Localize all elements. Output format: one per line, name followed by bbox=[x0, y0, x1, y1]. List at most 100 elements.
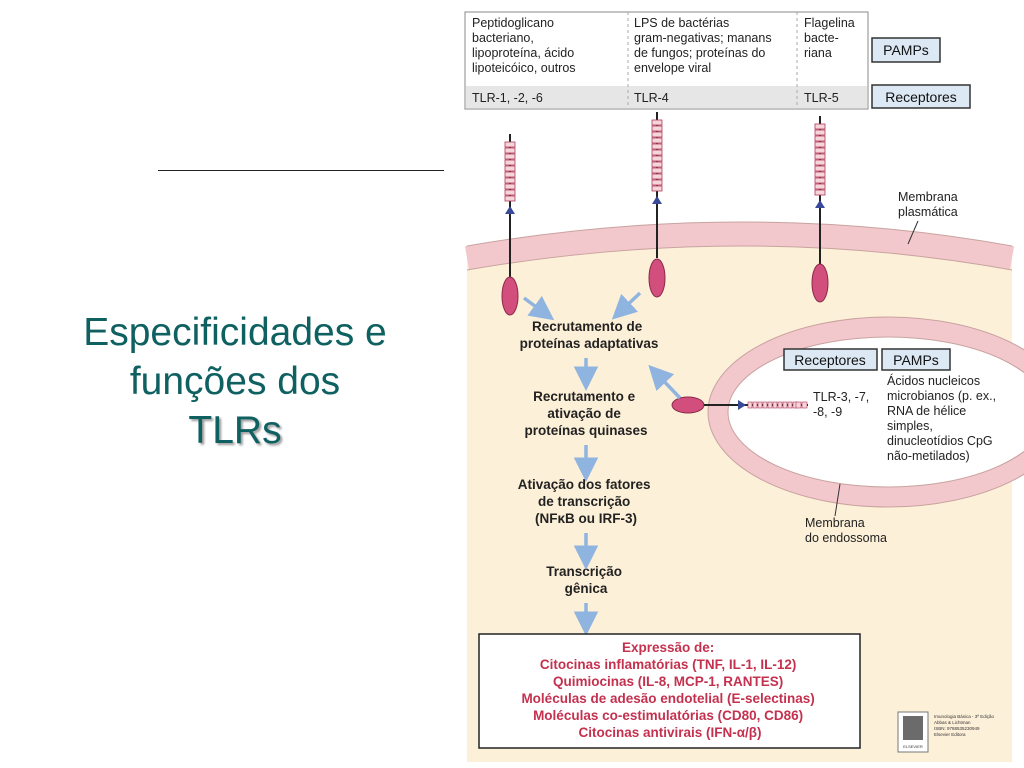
tlr-5-receptor-lrr-segment bbox=[814, 129, 826, 136]
tlr-2-receptor-lrr-segment bbox=[504, 141, 516, 148]
expression-box bbox=[478, 633, 861, 749]
tlr-5-receptor-lrr-segment bbox=[814, 165, 826, 172]
tlr-2-receptor-lrr-segment bbox=[504, 195, 516, 202]
endosomal-tlr-lrr-segment bbox=[772, 401, 778, 409]
receptor-col-3: TLR-5 bbox=[804, 91, 839, 105]
tlr-2-receptor-lrr-segment bbox=[504, 159, 516, 166]
tlr-4-receptor-lrr-segment bbox=[651, 161, 663, 168]
pamps-label: PAMPs bbox=[883, 42, 929, 58]
pamps-label-box bbox=[871, 37, 941, 63]
endosome-receptor-text: TLR-3, -7, -8, -9 bbox=[813, 390, 873, 419]
slide-title: Especificidades e funções dos TLRs bbox=[30, 308, 440, 455]
publisher-info: Imunologia Básica - 3ª Edição Abbas & Li… bbox=[934, 714, 995, 737]
receptors-label-box bbox=[871, 84, 971, 109]
receptor-col-1: TLR-1, -2, -6 bbox=[472, 91, 543, 105]
publisher-logo: ELSEVIER bbox=[903, 744, 923, 749]
elsevier-tree-icon bbox=[903, 716, 923, 740]
tlr-4-receptor-lrr-segment bbox=[651, 167, 663, 174]
tlr-5-receptor-lrr-segment bbox=[814, 159, 826, 166]
flow-arrows bbox=[522, 291, 682, 636]
tlr-4-receptor-lrr-segment bbox=[651, 143, 663, 150]
tlr-4-receptor-lrr-segment bbox=[651, 119, 663, 126]
endosomal-tlr-lrr-segment bbox=[795, 401, 802, 409]
tlr-4-receptor-lrr-segment bbox=[651, 185, 663, 192]
endosomal-tlr-lrr-segment bbox=[801, 401, 808, 409]
tlr-4-receptor-lrr-segment bbox=[651, 149, 663, 156]
tlr-5-receptor-lrr-segment bbox=[814, 141, 826, 148]
tlr-4-receptor-lrr-segment bbox=[651, 131, 663, 138]
tlr-2-receptor-tir-domain bbox=[501, 276, 519, 316]
arrow-endosome-to-adapters bbox=[648, 364, 682, 400]
publisher-badge: ELSEVIER Imunologia Básica - 3ª Edição A… bbox=[897, 711, 995, 753]
endosomal-tlr-lrr-segment bbox=[787, 401, 793, 409]
tlr-5-receptor-lrr-segment bbox=[814, 147, 826, 154]
tlr-4-receptor-lrr-segment bbox=[651, 125, 663, 132]
endosomal-tlr-lrr-segment bbox=[782, 401, 788, 409]
tlr-2-receptor-lrr-segment bbox=[504, 183, 516, 190]
tlr-4-receptor-anchor bbox=[652, 196, 662, 204]
tlr-2-receptor-lrr-segment bbox=[504, 147, 516, 154]
expression-list: Expressão de: Citocinas inflamatórias (T… bbox=[521, 640, 818, 740]
endosome-membrane-label: Membrana do endossoma bbox=[805, 516, 887, 545]
tlr-5-receptor-lrr-segment bbox=[814, 189, 826, 196]
endosome-receptors-box bbox=[783, 348, 878, 371]
endosome-membrane-pointer bbox=[834, 483, 841, 517]
plasma-membrane-label: Membrana plasmática bbox=[898, 190, 961, 219]
tlr-5-receptor-anchor bbox=[815, 200, 825, 208]
title-line-3: TLRs bbox=[188, 409, 282, 452]
endosome-edge bbox=[727, 336, 1024, 488]
title-divider bbox=[158, 170, 444, 171]
title-line-1: Especificidades e bbox=[83, 311, 387, 354]
pathway-step-1: Recrutamento de proteínas adaptativas bbox=[520, 319, 659, 351]
endosomal-tlr-lrr-segment bbox=[767, 401, 773, 409]
pathway-step-2: Recrutamento e ativação de proteínas qui… bbox=[524, 389, 647, 438]
tlr-2-receptor-anchor bbox=[505, 206, 515, 214]
receptor-col-2: TLR-4 bbox=[634, 91, 669, 105]
tlr-5-receptor-lrr-segment bbox=[814, 183, 826, 190]
endosome-pamp-text: Ácidos nucleicos microbianos (p. ex., RN… bbox=[887, 373, 1000, 463]
pamp-table: Peptidoglicano bacteriano, lipoproteína,… bbox=[464, 11, 869, 110]
tlr-5-receptor-tir-domain bbox=[811, 263, 829, 303]
tlr-4-receptor-lrr-segment bbox=[651, 179, 663, 186]
tlr-2-receptor-lrr-segment bbox=[504, 165, 516, 172]
arrow-tlr2-to-adapters bbox=[522, 295, 555, 321]
tlr-5-receptor-lrr-segment bbox=[814, 123, 826, 130]
plasma-membrane-pointer bbox=[907, 220, 919, 245]
surface-receptors bbox=[501, 112, 829, 414]
tlr-4-receptor-lrr-segment bbox=[651, 137, 663, 144]
plasma-membrane bbox=[464, 222, 1015, 270]
title-line-2: funções dos bbox=[129, 360, 341, 403]
tlr-4-receptor-tir-domain bbox=[648, 258, 666, 298]
endosomal-tlr-tir-domain bbox=[671, 396, 705, 414]
pathway-step-3: Ativação dos fatores de transcrição (NFκ… bbox=[518, 477, 655, 526]
tlr-5-receptor-lrr-segment bbox=[814, 177, 826, 184]
endosomal-tlr-lrr-segment bbox=[777, 401, 783, 409]
tlr-2-receptor-lrr-segment bbox=[504, 189, 516, 196]
tlr-2-receptor-lrr-segment bbox=[504, 177, 516, 184]
endosomal-tlr-lrr-segment bbox=[757, 401, 763, 409]
arrow-tlr4-to-adapters bbox=[611, 291, 642, 320]
tlr-5-receptor-lrr-segment bbox=[814, 153, 826, 160]
endosome-edge bbox=[707, 316, 1024, 508]
tlr-5-receptor-lrr-segment bbox=[814, 171, 826, 178]
tlr-4-receptor-lrr-segment bbox=[651, 155, 663, 162]
endosomal-tlr-lrr-segment bbox=[762, 401, 768, 409]
pamp-col-1: Peptidoglicano bacteriano, lipoproteína,… bbox=[472, 16, 578, 75]
endosome-pamps-label: PAMPs bbox=[893, 352, 939, 368]
tlr-2-receptor-lrr-segment bbox=[504, 153, 516, 160]
receptor-row bbox=[466, 86, 867, 108]
receptors-label: Receptores bbox=[885, 89, 957, 105]
tlr-4-receptor-lrr-segment bbox=[651, 173, 663, 180]
pamp-col-3: Flagelina bacte- riana bbox=[804, 16, 858, 60]
endosomal-tlr-anchor bbox=[738, 400, 746, 410]
plasma-membrane-edge bbox=[466, 221, 1013, 247]
pathway-step-4: Transcrição gênica bbox=[546, 564, 626, 596]
endosome-pamps-box bbox=[881, 348, 951, 371]
endosome-receptors-label: Receptores bbox=[794, 352, 866, 368]
endosomal-tlr-lrr-segment bbox=[752, 401, 758, 409]
tlr-5-receptor-lrr-segment bbox=[814, 135, 826, 142]
endosomal-tlr-lrr-segment bbox=[747, 401, 753, 409]
plasma-membrane-edge bbox=[466, 245, 1013, 271]
tlr-2-receptor-lrr-segment bbox=[504, 171, 516, 178]
